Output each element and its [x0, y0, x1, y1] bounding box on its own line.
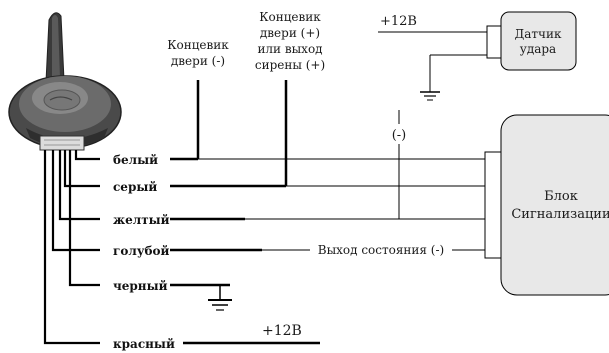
pager-device — [8, 12, 122, 151]
door-switch-plus-line3: или выход — [257, 42, 322, 56]
wire-label-red: красный — [113, 337, 175, 351]
door-switch-plus-line2: двери (+) — [260, 26, 320, 40]
wire-gray-drop — [63, 150, 100, 188]
output-stubs — [170, 157, 320, 345]
door-switch-minus-line1: Концевик — [167, 38, 229, 52]
alarm-unit-line1: Блок — [544, 189, 578, 204]
wire-label-blue: голубой — [113, 244, 170, 258]
shock-sensor-line1: Датчик — [515, 27, 562, 41]
wire-blue-drop — [51, 150, 100, 252]
alarm-unit: Блок Сигнализации — [484, 114, 609, 296]
connector-wires — [43, 150, 100, 345]
plus12-top-label: +12В — [380, 14, 417, 29]
wire-black-drop — [68, 150, 100, 287]
door-switch-plus-line4: сирены (+) — [255, 58, 325, 72]
wire-white-drop — [74, 150, 100, 161]
door-switch-plus-line1: Концевик — [259, 10, 321, 24]
ground-symbol-black — [208, 285, 232, 311]
wire-yellow-drop — [58, 150, 100, 221]
plus12-bottom-label: +12В — [262, 323, 302, 339]
status-output-label: Выход состояния (-) — [318, 243, 444, 257]
shock-sensor: Датчик удара — [486, 11, 577, 71]
alarm-unit-line2: Сигнализации — [511, 207, 609, 222]
shock-sensor-line2: удара — [520, 42, 556, 56]
wire-label-black: черный — [113, 279, 168, 293]
wire-label-white: белый — [113, 153, 158, 167]
wire-label-yellow: желтый — [113, 213, 170, 227]
wire-label-gray: серый — [113, 180, 157, 194]
wire-labels: белый серый желтый голубой черный красны… — [113, 153, 175, 351]
annotations: Концевик двери (-) Концевик двери (+) ил… — [167, 10, 444, 339]
minus-marker: (-) — [392, 128, 407, 143]
door-switch-minus-line2: двери (-) — [171, 54, 225, 68]
ground-symbol-sensor — [420, 91, 440, 101]
wire-red-drop — [43, 150, 100, 345]
